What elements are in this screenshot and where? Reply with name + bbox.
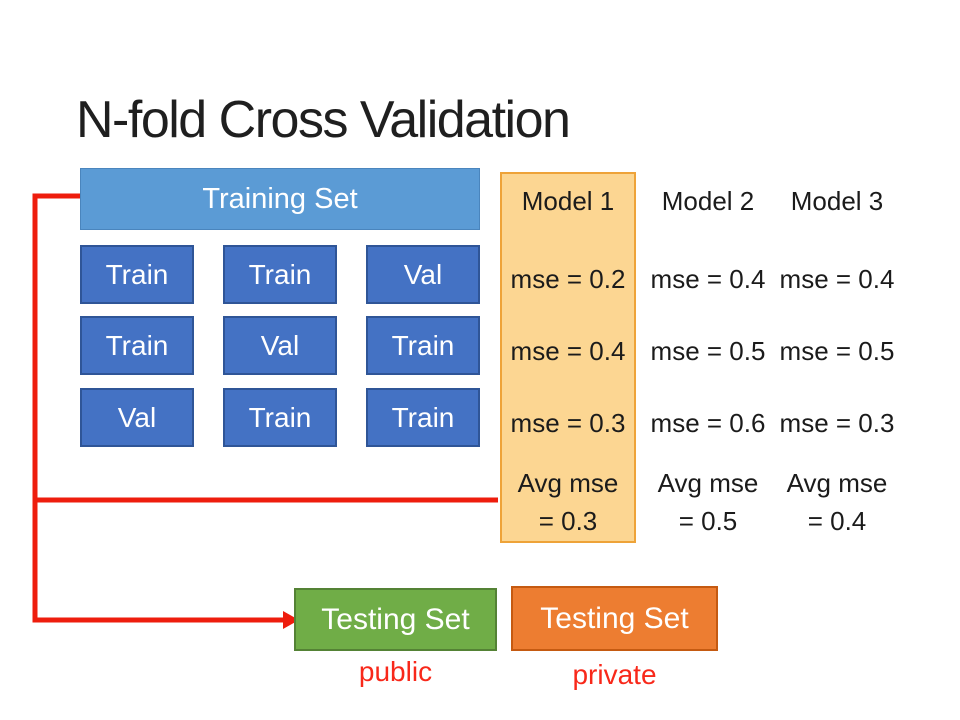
mse-value: mse = 0.5	[779, 336, 895, 366]
avg-mse-label: Avg mse	[517, 468, 619, 498]
mse-value: mse = 0.4	[650, 264, 766, 294]
mse-value: mse = 0.2	[510, 264, 626, 294]
testing-set-public-label: Testing Set	[321, 602, 470, 636]
mse-value: mse = 0.4	[510, 336, 626, 366]
fold-cell-label: Train	[248, 258, 312, 290]
avg-mse-value: = 0.4	[807, 506, 867, 536]
mse-value: mse = 0.5	[650, 336, 766, 366]
private-label: private	[572, 659, 657, 690]
fold-cell-label: Val	[117, 401, 157, 433]
fold-cell: Val	[366, 245, 480, 304]
model-column-3: Model 3 mse = 0.4 mse = 0.5 mse = 0.3 Av…	[762, 186, 912, 546]
testing-set-private-label: Testing Set	[540, 601, 689, 635]
fold-cell: Train	[80, 245, 194, 304]
fold-cell-label: Train	[248, 401, 312, 433]
fold-cell: Val	[80, 388, 194, 447]
fold-cell: Val	[223, 316, 337, 375]
fold-cell-label: Train	[105, 329, 169, 361]
training-set-box: Training Set	[80, 168, 480, 230]
fold-cell-label: Val	[403, 258, 443, 290]
page-title: N-fold Cross Validation	[76, 91, 571, 149]
public-label: public	[358, 656, 433, 687]
avg-mse-label: Avg mse	[657, 468, 759, 498]
fold-cell-label: Train	[105, 258, 169, 290]
testing-set-private-box: Testing Set	[511, 586, 718, 651]
mse-value: mse = 0.3	[779, 408, 895, 438]
fold-cell-label: Train	[391, 401, 455, 433]
model-1-highlight-box	[500, 172, 636, 543]
fold-cell: Train	[80, 316, 194, 375]
model-name: Model 3	[790, 186, 884, 216]
model-name: Model 1	[521, 186, 615, 216]
fold-cell-label: Train	[391, 329, 455, 361]
fold-cell: Train	[366, 316, 480, 375]
training-set-label: Training Set	[202, 182, 358, 215]
fold-cell-label: Val	[260, 329, 300, 361]
mse-value: mse = 0.4	[779, 264, 895, 294]
mse-value: mse = 0.3	[510, 408, 626, 438]
model-column-1: Model 1 mse = 0.2 mse = 0.4 mse = 0.3 Av…	[493, 186, 643, 546]
testing-set-public-box: Testing Set	[294, 588, 497, 651]
avg-mse-value: = 0.3	[538, 506, 598, 536]
fold-cell: Train	[366, 388, 480, 447]
model-column-2: Model 2 mse = 0.4 mse = 0.5 mse = 0.6 Av…	[633, 186, 783, 546]
model-name: Model 2	[661, 186, 755, 216]
fold-cell: Train	[223, 388, 337, 447]
mse-value: mse = 0.6	[650, 408, 766, 438]
avg-mse-value: = 0.5	[678, 506, 738, 536]
avg-mse-label: Avg mse	[786, 468, 888, 498]
fold-cell: Train	[223, 245, 337, 304]
